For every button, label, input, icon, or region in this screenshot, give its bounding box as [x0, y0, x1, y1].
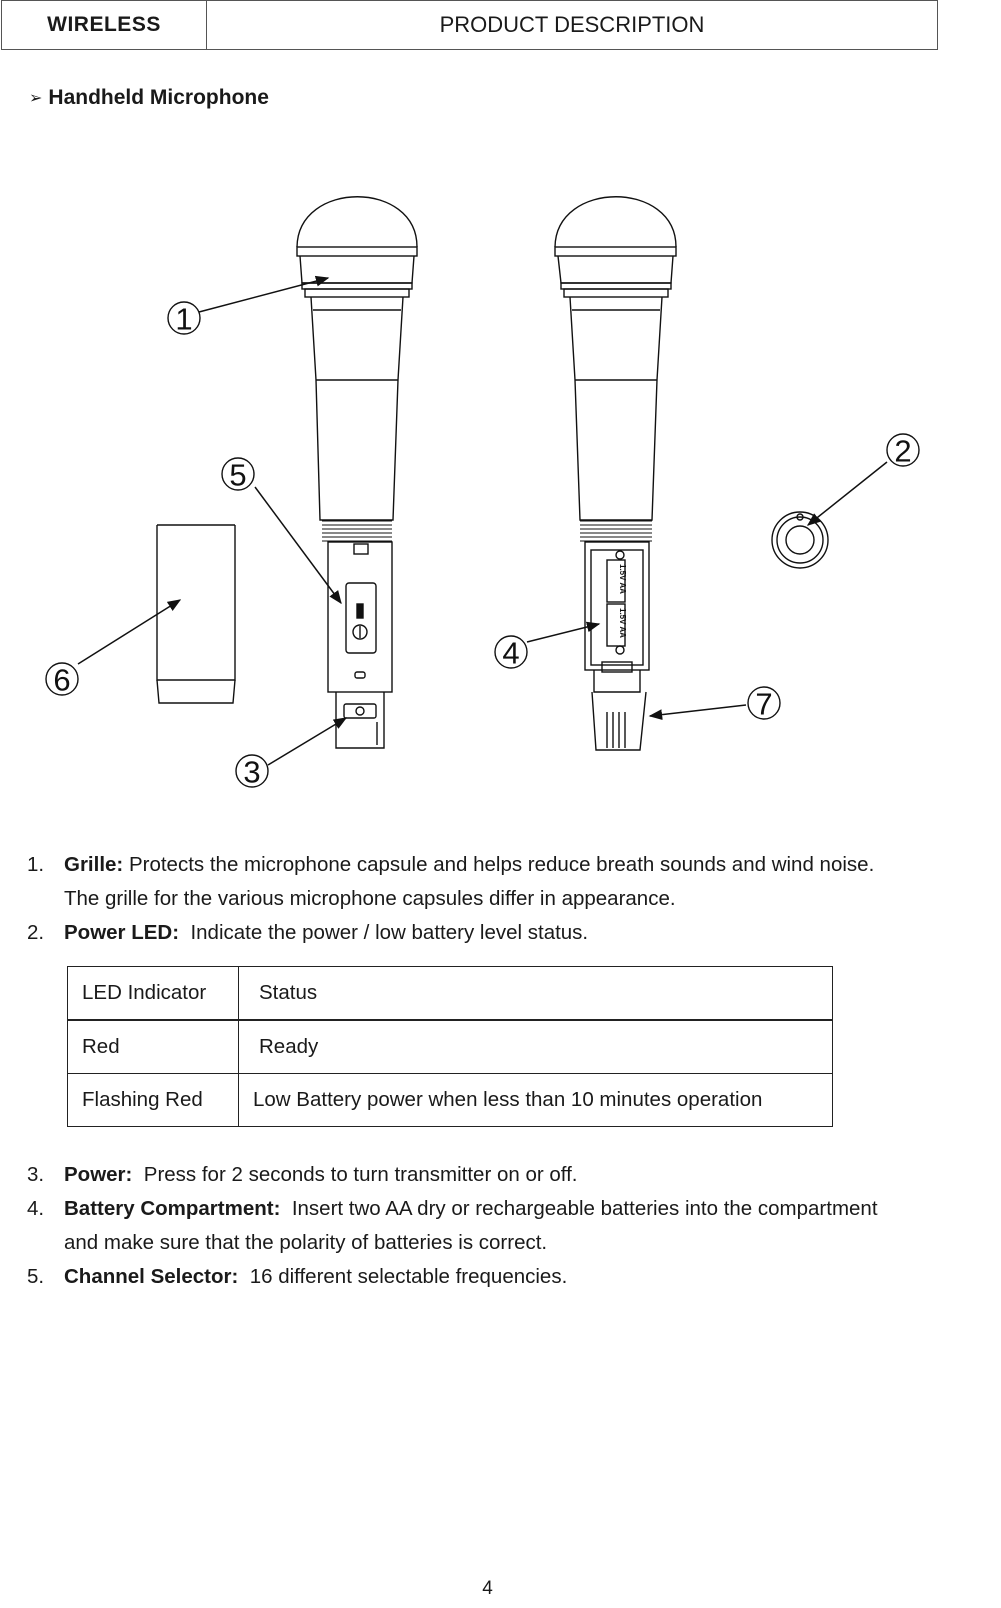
callout-5: 5: [221, 457, 255, 493]
table-cell: Flashing Red: [67, 1073, 239, 1127]
callout-4: 4: [494, 635, 528, 671]
section-title: Handheld Microphone: [48, 86, 269, 109]
arrow-bullet-icon: ➢: [29, 90, 43, 107]
callout-3: 3: [235, 754, 269, 790]
svg-text:2: 2: [894, 434, 911, 469]
item-label: Power LED:: [64, 921, 180, 944]
header-brand: WIRELESS: [2, 1, 207, 49]
led-status-table: LED Indicator Status Red Ready Flashing …: [67, 966, 833, 1127]
callout-1: 1: [167, 301, 201, 337]
item-label: Grille:: [64, 853, 124, 876]
callout-7: 7: [747, 686, 781, 722]
table-cell: Low Battery power when less than 10 minu…: [238, 1073, 833, 1127]
svg-text:6: 6: [53, 663, 70, 698]
item-label: Power:: [64, 1163, 133, 1186]
feature-list-top: 1. Grille: Protects the microphone capsu…: [27, 848, 874, 950]
svg-text:7: 7: [755, 687, 772, 722]
list-item: 1. Grille: Protects the microphone capsu…: [27, 853, 875, 910]
list-item: 2. Power LED: Indicate the power / low b…: [27, 921, 589, 944]
table-row: Flashing Red Low Battery power when less…: [67, 1073, 833, 1127]
svg-text:3: 3: [243, 755, 260, 790]
feature-list-bottom: 3. Power: Press for 2 seconds to turn tr…: [27, 1158, 878, 1294]
table-cell: Ready: [238, 1019, 833, 1074]
svg-text:1.5V AA: 1.5V AA: [618, 564, 627, 594]
table-header: LED Indicator: [67, 966, 239, 1021]
item-label: Channel Selector:: [64, 1265, 239, 1288]
svg-text:4: 4: [502, 636, 519, 671]
svg-text:1.5V AA: 1.5V AA: [618, 608, 627, 638]
page-header: WIRELESS PRODUCT DESCRIPTION: [1, 0, 938, 50]
svg-text:5: 5: [229, 458, 246, 493]
item-label: Battery Compartment:: [64, 1197, 281, 1220]
power-led-view: [771, 511, 829, 569]
list-item: 4. Battery Compartment: Insert two AA dr…: [27, 1197, 878, 1254]
table-header: Status: [238, 966, 833, 1021]
header-title: PRODUCT DESCRIPTION: [439, 12, 705, 37]
table-header-row: LED Indicator Status: [67, 966, 833, 1021]
microphone-front: [296, 196, 418, 749]
list-item: 3. Power: Press for 2 seconds to turn tr…: [27, 1163, 578, 1186]
microphone-back: 1.5V AA 1.5V AA: [554, 196, 677, 751]
microphone-diagram: 1.5V AA 1.5V AA 1: [45, 196, 920, 790]
table-row: Red Ready: [67, 1019, 833, 1074]
table-cell: Red: [67, 1019, 239, 1074]
callout-2: 2: [886, 433, 920, 469]
battery-cover: [156, 524, 236, 704]
callout-6: 6: [45, 662, 79, 698]
svg-text:1: 1: [175, 302, 192, 337]
page-number: 4: [482, 1578, 493, 1599]
section-heading: ➢ Handheld Microphone: [29, 86, 269, 110]
list-item: 5. Channel Selector: 16 different select…: [27, 1265, 568, 1288]
